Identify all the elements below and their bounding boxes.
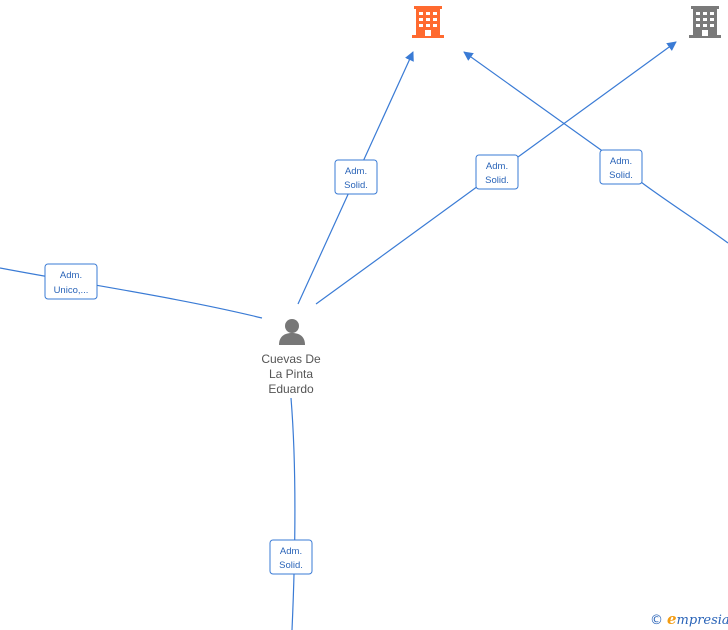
edge-label-main-company[interactable]: Adm. Solid.	[334, 159, 378, 195]
edge-label-line: Adm.	[610, 156, 632, 167]
edge-label-line: Solid.	[609, 170, 633, 181]
edge-label-right-main-company[interactable]: Adm. Solid.	[599, 149, 643, 185]
edge-right-to-main-company[interactable]	[463, 51, 728, 244]
edge-label-line: Solid.	[344, 180, 368, 191]
person-name-line: Cuevas De	[261, 352, 321, 366]
person-node[interactable]	[279, 319, 305, 345]
person-name-line: La Pinta	[268, 367, 314, 381]
footer-brand: © empresia	[650, 610, 728, 628]
edge-label-line: Adm.	[345, 166, 367, 177]
edge-label-line: Adm.	[486, 161, 508, 172]
edge-label-left[interactable]: Adm. Unico,...	[44, 263, 98, 300]
company-secondary-node[interactable]	[689, 6, 721, 38]
edge-label-line: Solid.	[485, 175, 509, 186]
edge-label-bottom[interactable]: Adm. Solid.	[269, 539, 313, 575]
edge-bottom[interactable]	[290, 397, 296, 630]
edge-left[interactable]	[0, 267, 263, 319]
company-main-node[interactable]	[412, 6, 444, 38]
brand-name: mpresia	[676, 613, 728, 628]
copyright-symbol: ©	[650, 613, 663, 628]
brand-initial: e	[667, 610, 677, 628]
edge-label-line: Adm.	[60, 270, 82, 281]
edge-label-secondary-company[interactable]: Adm. Solid.	[475, 154, 519, 190]
edge-label-line: Solid.	[279, 560, 303, 571]
edge-label-line: Unico,...	[54, 285, 89, 296]
person-name-line: Eduardo	[268, 382, 314, 396]
person-name[interactable]: Cuevas De La Pinta Eduardo	[240, 352, 342, 397]
edge-label-line: Adm.	[280, 546, 302, 557]
person-icon	[279, 319, 305, 345]
